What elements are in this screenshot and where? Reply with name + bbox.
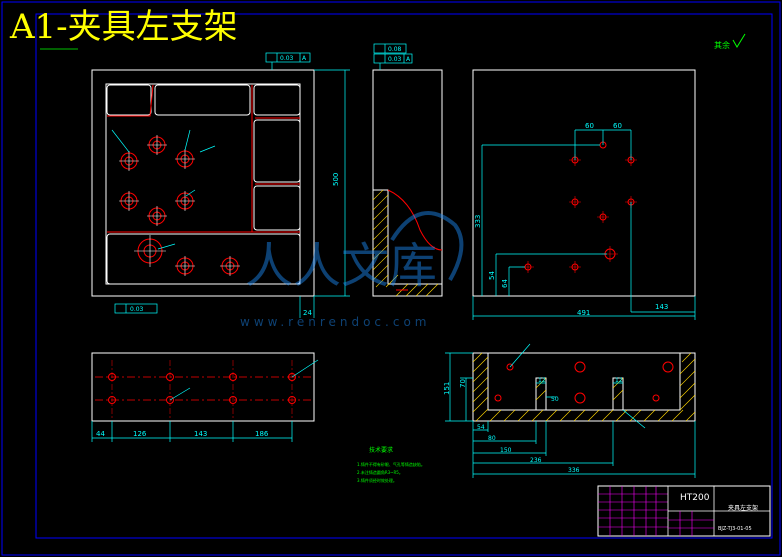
- side-section-view: [372, 69, 443, 297]
- tol-side-perp-datum: A: [406, 56, 411, 63]
- dim-sec-h2: 70: [459, 379, 467, 388]
- right-view: [472, 69, 696, 297]
- dim-sec-w3: 150: [500, 447, 512, 454]
- tol-front-flat: 0.03: [130, 306, 144, 313]
- inner-frame: [35, 13, 773, 539]
- dim-plan-d2: 126: [133, 430, 147, 438]
- watermark: 人人文库 www.renrendoc.com: [240, 211, 464, 329]
- bottom-section-view: [472, 352, 696, 422]
- dim-sec-w5: 336: [568, 467, 580, 474]
- tol-side-flat: 0.08: [388, 46, 402, 53]
- tech-req-item-3: 3.铸件须经时效处理。: [357, 477, 397, 483]
- tol-front-perp-datum: A: [302, 55, 307, 62]
- dim-sec-h1: 151: [443, 382, 451, 395]
- dim-front-base: 24: [303, 309, 312, 317]
- plan-view: [91, 352, 315, 422]
- watermark-url: www.renrendoc.com: [240, 315, 430, 329]
- tol-side-perp: 0.03: [388, 56, 402, 63]
- material-label: HT200: [680, 493, 710, 503]
- dim-front-height: 500: [332, 173, 340, 186]
- dim-side-gap1: 60: [585, 122, 594, 130]
- roughness-symbol-icon: [732, 33, 746, 48]
- dim-plan-d1: 44: [96, 430, 105, 438]
- dim-sec-c3: 12: [615, 377, 623, 384]
- dim-side-width: 491: [577, 309, 590, 317]
- watermark-text: 人人文库: [245, 238, 437, 294]
- dim-sec-w1: 54: [477, 424, 485, 431]
- dim-plan-d3: 143: [194, 430, 207, 438]
- drawing-number-label: BJZ-TJ3-01-05: [718, 526, 752, 532]
- dim-sec-c2: 50: [551, 396, 559, 403]
- tech-req-item-1: 1.铸件不得有砂眼、气孔等铸造缺陷。: [357, 461, 425, 467]
- dim-sec-c1: 12: [538, 377, 546, 384]
- dim-sec-w4: 236: [530, 457, 542, 464]
- dim-side-offset: 143: [655, 303, 668, 311]
- dim-side-h1: 333: [474, 215, 482, 228]
- roughness-note: 其余: [714, 40, 730, 50]
- tol-front-perp: 0.03: [280, 55, 294, 62]
- front-view: [91, 69, 315, 297]
- drawing-title: A1-夹具左支架: [9, 7, 238, 47]
- tech-req-item-2: 2.未注铸造圆角R3~R5。: [357, 469, 403, 475]
- tech-req-heading: 技术要求: [369, 446, 393, 454]
- part-name-label: 夹具左支架: [728, 504, 758, 512]
- dim-side-h2: 54: [488, 271, 496, 280]
- dim-side-h3: 64: [501, 279, 509, 288]
- title-block: [597, 485, 771, 537]
- dim-sec-w2: 80: [488, 435, 496, 442]
- dim-plan-d4: 186: [255, 430, 269, 438]
- dim-side-gap2: 60: [613, 122, 622, 130]
